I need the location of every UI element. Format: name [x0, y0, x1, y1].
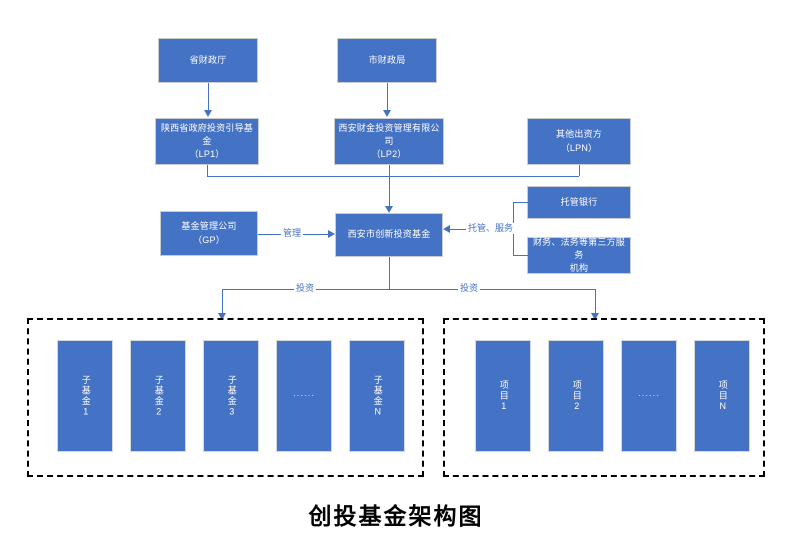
node-fund-line1: 西安市创新投资基金 [347, 229, 431, 240]
node-gp[interactable]: 基金管理公司 （GP） [160, 211, 258, 256]
connector-custodian-to-bracket [513, 202, 528, 203]
connector-provincial-to-lp1 [208, 83, 209, 111]
diagram-title: 创投基金架构图 [308, 503, 484, 529]
arrowhead-invest-left [217, 313, 226, 320]
arrowhead-municipal-to-lp2 [382, 110, 391, 117]
arrowhead-gp-to-fund [328, 229, 335, 238]
connector-invest-right-drop [595, 289, 596, 315]
node-provincial-finance[interactable]: 省财政厅 [158, 38, 258, 83]
connector-thirdparty-to-bracket [513, 255, 528, 256]
group-sub-funds [27, 318, 424, 477]
node-third-party-services[interactable]: 财务、法务等第三方服务 机构 [527, 237, 631, 274]
sub-fund-box-3-label: 子基金3 [226, 374, 237, 418]
project-box-4-label: 项目N [717, 379, 728, 413]
sub-fund-box-5-label: 子基金N [372, 374, 383, 418]
edge-label-manage: 管理 [281, 228, 304, 239]
node-lp1[interactable]: 陕西省政府投资引导基金 （LP1） [155, 118, 259, 165]
node-municipal-finance-line1: 市财政局 [368, 54, 406, 65]
project-box-3-label: ······ [638, 391, 660, 400]
arrowhead-lp-to-fund [384, 206, 393, 213]
project-box-2[interactable]: 项目2 [548, 340, 604, 452]
node-third-party-services-line2: 机构 [569, 263, 589, 274]
node-custodian-bank[interactable]: 托管银行 [527, 186, 631, 219]
node-lpn[interactable]: 其他出资方 （LPN） [527, 118, 631, 165]
connector-lpn-drop [579, 165, 580, 176]
node-custodian-bank-line1: 托管银行 [560, 196, 598, 207]
node-lp2-line2: （LP2） [371, 149, 407, 160]
node-lp1-line2: （LP1） [189, 149, 225, 160]
edge-label-invest-right: 投资 [458, 283, 481, 294]
sub-fund-box-3[interactable]: 子基金3 [203, 340, 259, 452]
arrowhead-provincial-to-lp1 [203, 110, 212, 117]
node-fund[interactable]: 西安市创新投资基金 [335, 213, 443, 257]
connector-municipal-to-lp2 [387, 83, 388, 111]
sub-fund-box-2-label: 子基金2 [153, 374, 164, 418]
edge-label-custody-service: 托管、服务 [466, 223, 516, 234]
project-box-3[interactable]: ······ [621, 340, 677, 452]
project-box-1[interactable]: 项目1 [475, 340, 531, 452]
node-lpn-line1: 其他出资方 [555, 129, 602, 140]
node-gp-line2: （GP） [193, 234, 225, 245]
connector-fund-drop [389, 257, 390, 289]
sub-fund-box-2[interactable]: 子基金2 [130, 340, 186, 452]
node-municipal-finance[interactable]: 市财政局 [337, 38, 437, 83]
edge-label-invest-left: 投资 [294, 283, 317, 294]
connector-invest-left-drop [222, 289, 223, 315]
sub-fund-box-1-label: 子基金1 [80, 374, 91, 418]
project-box-2-label: 项目2 [571, 379, 582, 413]
sub-fund-box-5[interactable]: 子基金N [349, 340, 405, 452]
group-projects [443, 318, 765, 477]
node-third-party-services-line1: 财务、法务等第三方服务 [532, 236, 625, 260]
connector-invest-bus [222, 289, 595, 290]
node-lpn-line2: （LPN） [560, 142, 598, 153]
node-lp1-line1: 陕西省政府投资引导基金 [160, 122, 253, 146]
node-lp2[interactable]: 西安财金投资管理有限公司 （LP2） [334, 118, 444, 165]
sub-fund-box-4-label: ······ [293, 391, 315, 400]
sub-fund-box-4[interactable]: ······ [276, 340, 332, 452]
arrowhead-services-to-fund [443, 224, 450, 233]
node-gp-line1: 基金管理公司 [181, 221, 237, 232]
node-provincial-finance-line1: 省财政厅 [189, 54, 227, 65]
connector-lp1-drop [207, 165, 208, 176]
project-box-4[interactable]: 项目N [694, 340, 750, 452]
sub-fund-box-1[interactable]: 子基金1 [57, 340, 113, 452]
node-lp2-line1: 西安财金投资管理有限公司 [338, 122, 440, 146]
connector-lp-bus [207, 176, 579, 177]
arrowhead-invest-right [590, 313, 599, 320]
project-box-1-label: 项目1 [498, 379, 509, 413]
connector-lp-bus-to-fund [389, 165, 390, 209]
